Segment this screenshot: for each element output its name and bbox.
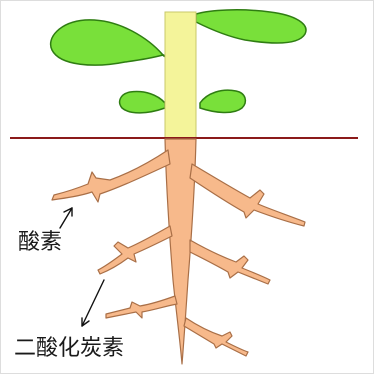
root-branch-lower-right (184, 318, 248, 356)
root-branch-middle-left (98, 226, 172, 274)
root-branch-upper-right (190, 164, 305, 226)
root-branch-upper-left (52, 150, 170, 202)
leaf-upper-right (196, 10, 306, 43)
leaf-lower-right (200, 90, 245, 112)
co2-arrow-line (82, 280, 104, 326)
label-carbon-dioxide: 二酸化炭素 (14, 338, 124, 360)
leaf-upper-left (51, 20, 163, 65)
stem (165, 12, 196, 138)
root-branch-middle-right (190, 240, 270, 284)
leaf-lower-left (120, 92, 165, 113)
root-system (52, 139, 305, 364)
arrows (60, 208, 104, 326)
label-oxygen: 酸素 (18, 232, 62, 254)
root-branch-lower-left (106, 296, 177, 318)
